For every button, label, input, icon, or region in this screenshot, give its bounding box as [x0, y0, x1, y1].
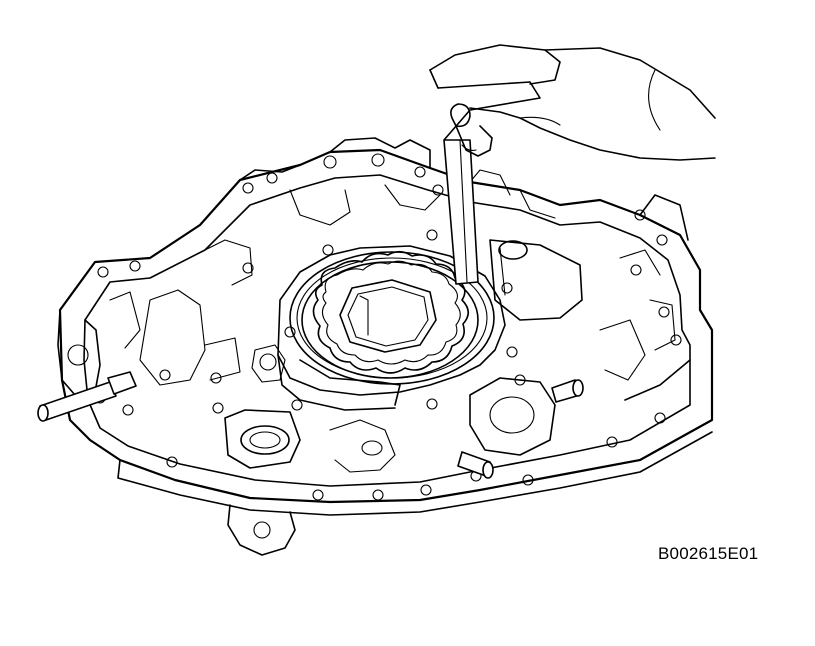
oil-pump-body — [277, 245, 506, 411]
hand — [429, 44, 716, 161]
transmission-case — [57, 137, 714, 556]
figure-id-label: B002615E01 — [658, 544, 759, 563]
feeler-gauge — [437, 81, 541, 285]
driven-gear — [301, 261, 479, 379]
bolt-holes — [94, 153, 682, 501]
stud-bolts — [37, 371, 584, 479]
drive-gear — [312, 250, 470, 374]
